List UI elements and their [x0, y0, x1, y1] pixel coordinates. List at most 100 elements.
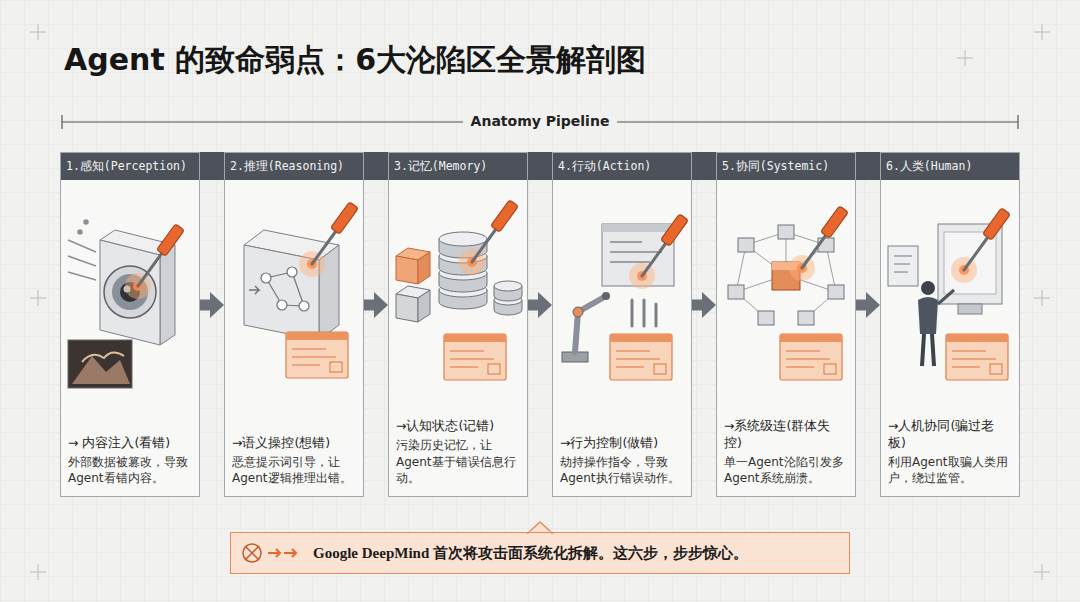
crosshair-part: [1034, 564, 1050, 580]
human-monitor-part: [918, 297, 938, 334]
panel-ground-part: [388, 152, 528, 497]
stage-panel: 1.感知(Perception) → 内容注入(看错)外部数据被篡改，导致Agen…: [60, 152, 200, 497]
reasoning-cube: [244, 202, 358, 378]
human-monitor: [888, 208, 1010, 380]
agent-network-part-part: [738, 238, 754, 252]
attack-heading: →人机协同(骗过老板): [881, 418, 1019, 454]
crosshair-part: [30, 290, 46, 306]
human-monitor-part: [938, 290, 954, 304]
crosshair-part: [1034, 290, 1050, 306]
camera-figure-part-part: [68, 240, 96, 252]
memory-stack-part: [439, 232, 487, 246]
attack-description: 恶意提示词引导，让Agent逻辑推理出错。: [225, 454, 363, 496]
camera-figure-part: [82, 352, 124, 362]
panel-ground-part: [716, 152, 856, 497]
memory-stack-part: [444, 334, 506, 380]
robot-arm-figure-part: [575, 296, 606, 352]
memory-stack-part: [418, 252, 430, 284]
memory-stack-part: [396, 294, 418, 322]
stage-panel: 2.推理(Reasoning)→语义操控(想错)恶意提示词引导，让Agent逻辑…: [224, 152, 364, 497]
flow-arrow: [364, 300, 374, 311]
human-monitor-part: [888, 246, 918, 286]
attack-description: 利用Agent取骗人类用户，绕过监管。: [881, 454, 1019, 496]
section-label: Anatomy Pipeline: [463, 113, 618, 129]
human-monitor-part: [932, 334, 934, 366]
robot-arm-figure-part-part: [631, 300, 634, 326]
robot-arm-figure-part: [573, 307, 583, 317]
crosshair-part: [30, 24, 46, 40]
reasoning-cube-part-part: [287, 267, 297, 277]
human-monitor-part: [946, 334, 1008, 380]
human-monitor-part: [958, 304, 982, 314]
header-band: [60, 152, 1020, 180]
robot-arm-figure-part: [610, 334, 672, 380]
panel-ground-part: [60, 152, 200, 497]
attack-heading: →系统级连(群体失控): [717, 418, 855, 454]
camera-figure-part: [68, 340, 132, 388]
callout-text: Google DeepMind 首次将攻击面系统化拆解。这六步，步步惊心。: [231, 544, 762, 563]
agent-network-part: [736, 232, 836, 318]
stage-panel: 3.记忆(Memory)→认知状态(记错)污染历史记忆，让Agent基于错误信息…: [388, 152, 528, 497]
stage-panel: 4.行动(Action)→行为控制(做错)劫持操作指令，导致Agent执行错误动…: [552, 152, 692, 497]
stage-panel: 6.人类(Human)→人机协同(骗过老板)利用Agent取骗人类用户，绕过监管…: [880, 152, 1020, 497]
reasoning-cube-part: [299, 202, 358, 277]
pipeline-bracket-part: [61, 115, 62, 129]
attack-description: 外部数据被篡改，导致Agent看错内容。: [61, 454, 199, 496]
human-monitor-part: [921, 281, 935, 295]
robot-arm-figure-part: [602, 292, 610, 300]
panel-ground: [60, 152, 1020, 497]
robot-arm-figure-part-part: [610, 241, 642, 243]
reasoning-cube-part-part: [277, 300, 287, 310]
agent-network-part: [789, 206, 848, 281]
robot-arm-figure-part: [632, 300, 656, 326]
camera-figure-part: [125, 224, 184, 299]
attack-heading: → 内容注入(看错): [61, 435, 199, 454]
flow-arrow: [856, 300, 866, 311]
robot-arm-figure-part: [629, 214, 688, 289]
agent-network-part-part: [828, 285, 844, 299]
human-monitor-part-part: [894, 271, 908, 273]
memory-stack-part: [459, 200, 518, 275]
camera-figure-part: [160, 245, 175, 345]
human-monitor-part-part: [894, 255, 912, 257]
crosshair-part: [957, 50, 973, 66]
attack-heading: →认知状态(记错): [389, 418, 527, 437]
attack-description: 单一Agent沦陷引发多Agent系统崩溃。: [717, 454, 855, 496]
panel-ground-part: [880, 152, 1020, 497]
panel-ground-part: [224, 152, 364, 497]
page-title: Agent 的致命弱点：6大沦陷区全景解剖图: [64, 40, 646, 81]
pipeline-bracket-part: [1017, 115, 1018, 129]
memory-stack-part: [396, 256, 418, 284]
agent-network-part: [728, 225, 844, 325]
callout-ground-part: [243, 544, 261, 562]
human-monitor-part-part: [894, 263, 910, 265]
camera-figure: [68, 220, 184, 388]
stage-header: 2.推理(Reasoning): [225, 153, 363, 179]
human-monitor-part: [951, 208, 1010, 283]
memory-stack: [396, 200, 522, 380]
flow-arrow: [528, 300, 538, 311]
robot-arm-figure-part-part: [655, 304, 658, 326]
robot-arm-figure-part-part: [610, 261, 650, 263]
crosshair: [30, 24, 1050, 580]
crosshair-part: [30, 564, 46, 580]
human-monitor-part: [922, 334, 924, 366]
agent-network-part-part: [728, 285, 744, 299]
stage-header: 5.协同(Systemic): [717, 153, 855, 179]
agent-network-part: [780, 334, 842, 380]
attack-description: 劫持操作指令，导致Agent执行错误动作。: [553, 454, 691, 496]
reasoning-cube-part: [261, 267, 309, 311]
camera-figure-part-part: [68, 272, 96, 280]
agent-network-part-part: [778, 225, 794, 239]
agent-network-part-part: [798, 311, 814, 325]
stage-header: 1.感知(Perception): [61, 153, 199, 179]
camera-figure-part-part: [78, 230, 82, 234]
reasoning-cube-part: [286, 332, 348, 378]
callout-ground-part: [245, 546, 259, 560]
robot-arm-figure-part: [602, 224, 674, 232]
robot-arm-figure-part-part: [610, 251, 662, 253]
